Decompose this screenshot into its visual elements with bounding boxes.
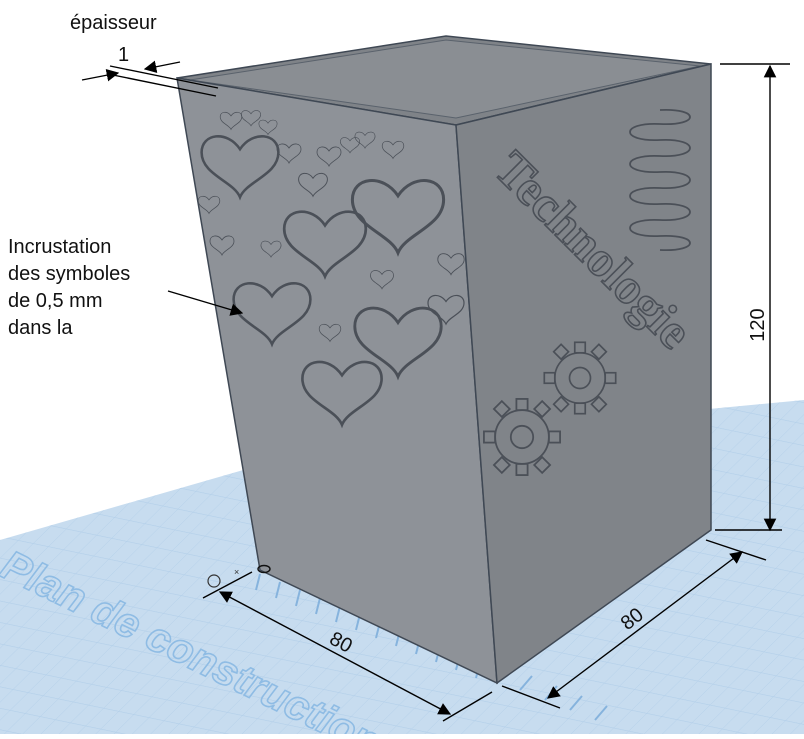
- thickness-title: épaisseur: [70, 12, 157, 34]
- dimension-height-value: 120: [747, 308, 769, 341]
- dimension-thickness-value: 1: [118, 44, 129, 66]
- spring-engraving: [629, 109, 691, 251]
- dimension-thickness: [81, 60, 219, 97]
- callout-line-2: des symboles: [8, 263, 131, 285]
- box-right-face: [455, 63, 712, 685]
- callout-line-4: dans la: [8, 317, 73, 339]
- dimension-width: [202, 571, 493, 722]
- callout-line-3: de 0,5 mm: [8, 290, 103, 312]
- origin-icon: [207, 574, 221, 588]
- dimension-depth: [501, 539, 767, 709]
- axis-x-icon: ×: [234, 567, 239, 577]
- pencil-holder-box[interactable]: Technologie: [176, 35, 712, 685]
- origin-point-icon: [257, 564, 271, 574]
- callout-line-1: Incrustation: [8, 236, 112, 258]
- workplane-marker[interactable]: ×: [207, 564, 271, 588]
- callout-leader: [167, 290, 244, 316]
- inlay-callout: Incrustation des symboles de 0,5 mm dans…: [8, 234, 208, 342]
- dimension-height: [715, 63, 790, 532]
